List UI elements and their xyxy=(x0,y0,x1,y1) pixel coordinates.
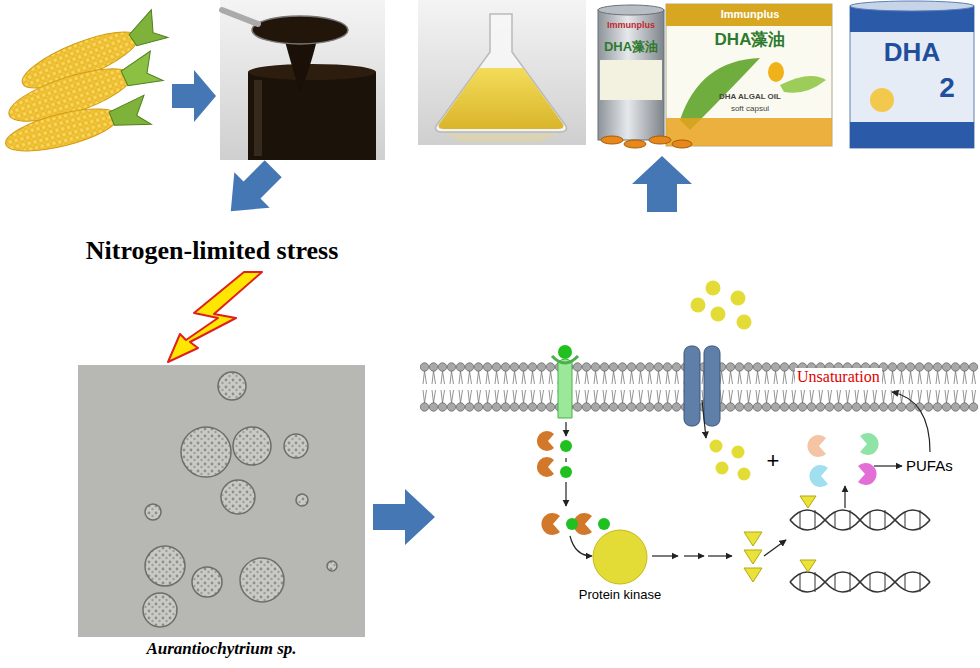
product-text: soft capsul xyxy=(680,104,820,113)
fatty-acid-dots xyxy=(691,281,752,481)
desaturase-enzymes xyxy=(807,433,878,487)
product-text: DHA藻油 xyxy=(600,40,662,55)
product-label: PUFAs xyxy=(906,457,953,474)
brand-text: Immunplus xyxy=(680,8,820,21)
flask-photo xyxy=(418,0,586,145)
condition-label: Nitrogen-limited stress xyxy=(22,236,402,266)
feedback-arrow xyxy=(892,392,930,452)
dna-helix xyxy=(790,510,930,592)
product-arrow xyxy=(874,465,902,466)
product-text: 2 xyxy=(930,72,964,104)
species-caption: Aurantiochytrium sp. xyxy=(78,639,365,659)
regulator-marks xyxy=(800,496,816,572)
stress-bolt xyxy=(168,272,262,362)
uptake-arrow xyxy=(702,400,706,438)
plus-sign: + xyxy=(760,448,786,473)
micrograph xyxy=(78,365,365,637)
expression-arrow xyxy=(844,486,845,508)
molasses-photo xyxy=(220,0,385,160)
process-label: Unsaturation xyxy=(795,368,882,386)
receptor xyxy=(552,345,578,418)
corn-photo xyxy=(2,8,170,160)
product-text: DHA藻油 xyxy=(680,30,820,50)
signal-cascade xyxy=(537,422,786,582)
product-photo xyxy=(598,1,974,148)
brand-text: Immunplus xyxy=(600,20,662,30)
product-text: DHA ALGAL OIL xyxy=(680,92,820,101)
membrane-channel xyxy=(684,346,720,426)
enzyme-node: Protein kinase xyxy=(570,528,670,608)
node-label: Protein kinase xyxy=(570,588,670,603)
product-text: DHA xyxy=(852,38,972,68)
micrograph-panel: Aurantiochytrium sp. xyxy=(78,365,365,663)
